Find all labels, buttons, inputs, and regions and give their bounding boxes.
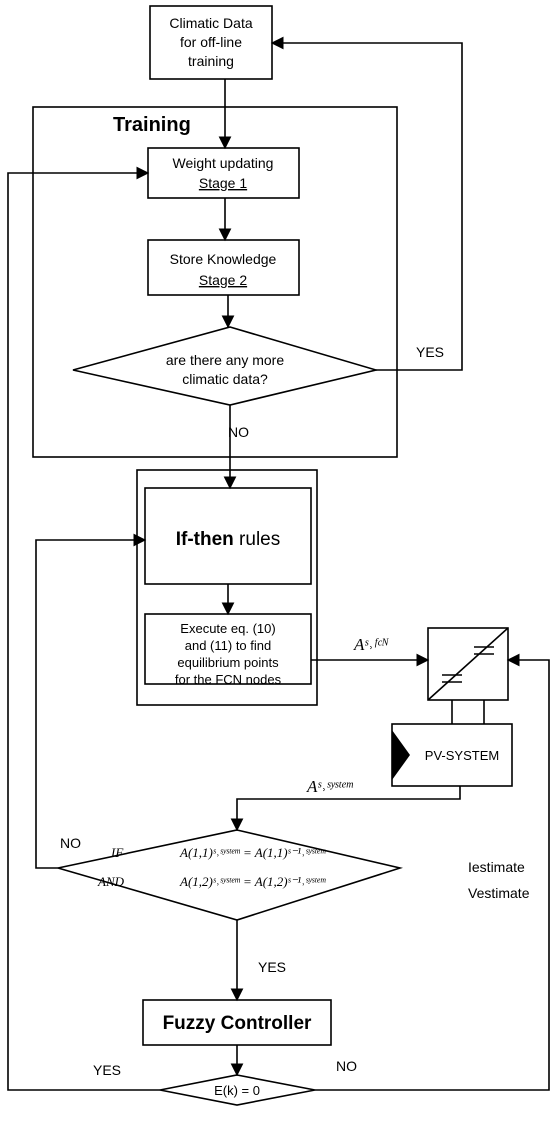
condition-if: IF: [110, 845, 124, 860]
weight-stage-label: Stage 1: [199, 175, 247, 191]
arrow-pv-to-condition: [230, 786, 461, 832]
store-line-1: Store Knowledge: [170, 251, 277, 267]
yes-top-label: YES: [416, 344, 444, 360]
converter-diagonal: [427, 627, 509, 701]
error-condition-label: E(k) = 0: [214, 1083, 260, 1098]
climatic-data-box: [149, 5, 273, 80]
training-frame: [32, 106, 398, 458]
yes-condition-label: YES: [258, 959, 286, 975]
arrow-yes-loop: [270, 36, 463, 371]
fcn-frame: [136, 469, 318, 706]
arrow-no-to-rules: [35, 533, 147, 869]
no-bottom-label: NO: [336, 1058, 357, 1074]
arrow-yes-to-weight: [7, 166, 160, 1091]
arrow-no-to-converter: [315, 653, 550, 1091]
error-zero-decision: [159, 1074, 316, 1106]
pv-system-label: PV-SYSTEM: [425, 748, 499, 763]
more-data-line-2: climatic data?: [182, 371, 268, 387]
condition-eq-1: A(1,1)ˢ˒ˢʸˢᵗᵉᵐ = A(1,1)ˢ⁻¹˒ˢʸˢᵗᵉᵐ: [179, 845, 326, 860]
i-estimate-label: Iestimate: [468, 859, 525, 875]
if-then-rules-label: If-then rules: [176, 529, 281, 550]
fuzzy-controller-box: [142, 999, 332, 1046]
execute-line-1: Execute eq. (10): [180, 621, 275, 636]
execute-line-3: equilibrium points: [177, 655, 279, 670]
v-estimate-label: Vestimate: [468, 885, 530, 901]
more-data-line-1: are there any more: [166, 352, 284, 368]
weight-line-1: Weight updating: [173, 155, 274, 171]
pv-triangle-icon: [392, 730, 410, 780]
a-fcn-signal-label: Aˢ˒ᶠᶜᴺ: [353, 635, 389, 654]
yes-bottom-label: YES: [93, 1062, 121, 1078]
execute-line-2: and (11) to find: [185, 638, 271, 653]
condition-eq-2: A(1,2)ˢ˒ˢʸˢᵗᵉᵐ = A(1,2)ˢ⁻¹˒ˢʸˢᵗᵉᵐ: [179, 874, 326, 889]
climatic-line-3: training: [188, 53, 234, 69]
execute-line-4: for the FCN nodes: [175, 672, 282, 687]
store-stage-label: Stage 2: [199, 272, 247, 288]
fuzzy-controller-label: Fuzzy Controller: [163, 1013, 312, 1034]
condition-and: AND: [97, 874, 125, 889]
training-label: Training: [113, 114, 191, 136]
weight-updating-box: [147, 147, 300, 199]
execute-box: [144, 613, 312, 685]
no-mid-label: NO: [228, 424, 249, 440]
no-left-label: NO: [60, 835, 81, 851]
climatic-line-1: Climatic Data: [169, 15, 252, 31]
climatic-line-2: for off-line: [180, 34, 242, 50]
a-system-signal-label: Aˢ˒ˢʸˢᵗᵉᵐ: [306, 777, 353, 796]
